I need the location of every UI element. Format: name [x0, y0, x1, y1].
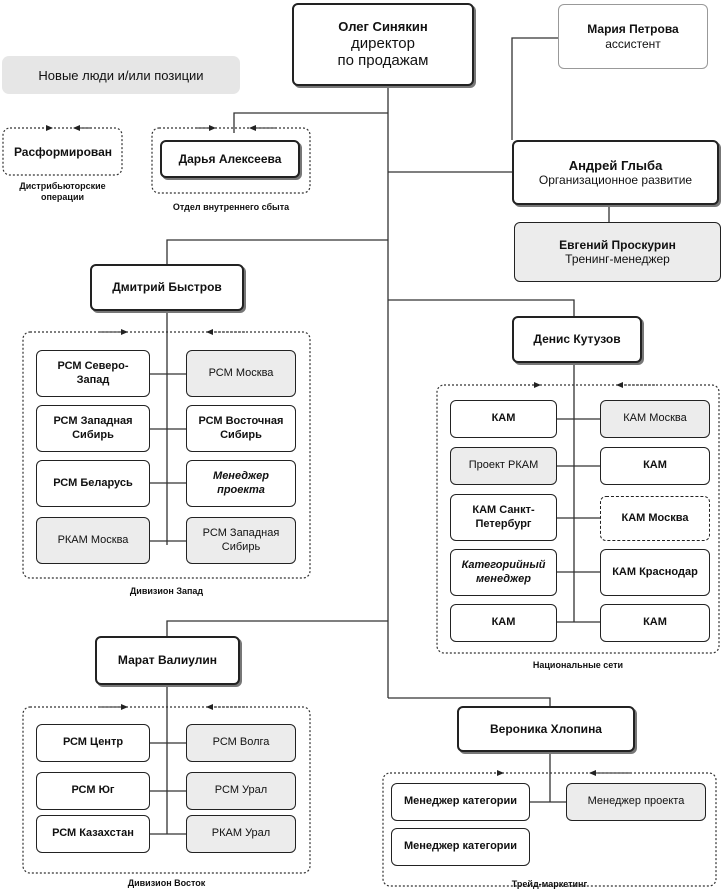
assistant-name: Мария Петрова: [587, 22, 679, 37]
trainer-name: Евгений Проскурин: [559, 237, 676, 252]
west-left-4[interactable]: РКАМ Москва: [36, 517, 150, 564]
west-caption: Дивизион Запад: [129, 586, 204, 596]
assistant-box[interactable]: Мария Петрова ассистент: [558, 4, 708, 69]
east-left-1[interactable]: РСМ Центр: [36, 724, 150, 762]
east-head-box[interactable]: Марат Валиулин: [95, 636, 240, 685]
west-left-3[interactable]: РСМ Беларусь: [36, 460, 150, 507]
national-right-3[interactable]: КАМ Москва: [600, 496, 710, 541]
internal-caption: Отдел внутреннего сбыта: [172, 202, 290, 212]
national-left-2[interactable]: Проект РКАМ: [450, 447, 557, 485]
west-right-4[interactable]: РСМ Западная Сибирь: [186, 517, 296, 564]
east-right-1[interactable]: РСМ Волга: [186, 724, 296, 762]
west-right-2[interactable]: РСМ Восточная Сибирь: [186, 405, 296, 452]
national-right-2[interactable]: КАМ: [600, 447, 710, 485]
national-left-1[interactable]: КАМ: [450, 400, 557, 438]
director-role-1: директор: [351, 34, 415, 52]
legend-new-positions: Новые люди и/или позиции: [2, 56, 240, 94]
trade-head-box[interactable]: Вероника Хлопина: [457, 706, 635, 752]
national-right-4[interactable]: КАМ Краснодар: [600, 549, 710, 596]
west-head-box[interactable]: Дмитрий Быстров: [90, 264, 244, 311]
east-left-3[interactable]: РСМ Казахстан: [36, 815, 150, 853]
trade-right-1[interactable]: Менеджер проекта: [566, 783, 706, 821]
trade-head-name: Вероника Хлопина: [490, 721, 602, 736]
national-head-name: Денис Кутузов: [533, 332, 621, 347]
disbanded-text: Расформирован: [13, 145, 113, 159]
org-dev-role: Организационное развитие: [538, 173, 693, 188]
org-dev-box[interactable]: Андрей Глыба Организационное развитие: [512, 140, 719, 205]
distributor-caption: Дистрибьюторские операции: [19, 181, 106, 203]
trade-caption: Трейд-маркетинг: [511, 879, 588, 889]
east-head-name: Марат Валиулин: [117, 653, 218, 668]
national-left-3[interactable]: КАМ Санкт- Петербург: [450, 494, 557, 541]
east-caption: Дивизион Восток: [127, 878, 206, 888]
director-box[interactable]: Олег Синякин директор по продажам: [292, 3, 474, 86]
east-right-2[interactable]: РСМ Урал: [186, 772, 296, 810]
national-right-1[interactable]: КАМ Москва: [600, 400, 710, 438]
director-role-2: по продажам: [337, 51, 429, 69]
national-right-5[interactable]: КАМ: [600, 604, 710, 642]
national-caption: Национальные сети: [532, 660, 624, 670]
west-right-1[interactable]: РСМ Москва: [186, 350, 296, 397]
national-left-4[interactable]: Категорийный менеджер: [450, 549, 557, 596]
east-right-3[interactable]: РКАМ Урал: [186, 815, 296, 853]
trade-left-1[interactable]: Менеджер категории: [391, 783, 530, 821]
west-head-name: Дмитрий Быстров: [112, 280, 222, 295]
east-left-2[interactable]: РСМ Юг: [36, 772, 150, 810]
internal-sales-box[interactable]: Дарья Алексеева: [160, 140, 300, 178]
west-left-1[interactable]: РСМ Северо- Запад: [36, 350, 150, 397]
trainer-box[interactable]: Евгений Проскурин Тренинг-менеджер: [514, 222, 721, 282]
national-head-box[interactable]: Денис Кутузов: [512, 316, 642, 363]
internal-sales-name: Дарья Алексеева: [178, 151, 282, 166]
west-left-2[interactable]: РСМ Западная Сибирь: [36, 405, 150, 452]
national-left-5[interactable]: КАМ: [450, 604, 557, 642]
org-dev-name: Андрей Глыба: [568, 157, 663, 173]
assistant-role: ассистент: [605, 36, 661, 51]
west-right-3[interactable]: Менеджер проекта: [186, 460, 296, 507]
director-name: Олег Синякин: [338, 18, 428, 34]
trade-left-2[interactable]: Менеджер категории: [391, 828, 530, 866]
trainer-role: Тренинг-менеджер: [565, 252, 670, 266]
